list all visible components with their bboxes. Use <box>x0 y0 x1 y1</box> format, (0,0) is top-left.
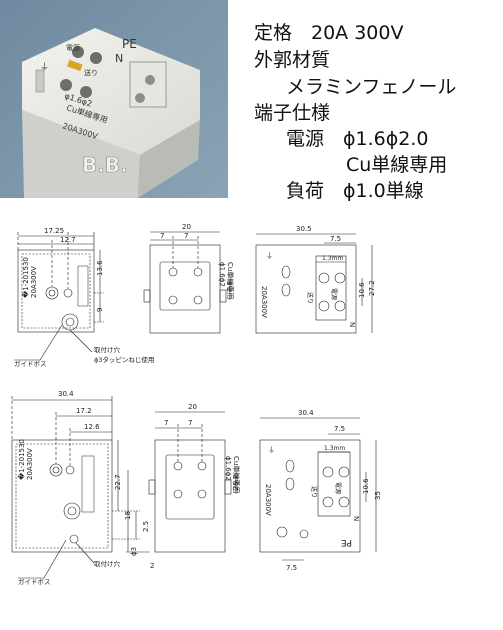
dim-3-hole: ϕ3 <box>130 547 138 556</box>
dim-13-6: 13.6 <box>96 260 104 276</box>
photo-out-label: 送り <box>84 68 98 77</box>
spec-housing-value: メラミンフェノール <box>286 76 457 98</box>
spec-rating: 定格 20A 300V <box>254 22 404 44</box>
note-mount-top: 取付け穴 <box>94 345 121 354</box>
top-face-cu: Cu単線専用 <box>226 262 235 299</box>
bottom-face-cu: Cu単線専用 <box>232 456 241 493</box>
top-face-ground: ⏚ <box>266 252 273 260</box>
dim-10-6-top: 10.6 <box>358 282 366 298</box>
note-guide-top: ガイドボス <box>14 359 47 368</box>
bottom-face-n: N <box>352 516 360 521</box>
top-face-size: ϕ1.6ϕ2 <box>218 262 226 287</box>
dim-18: 18 <box>124 511 132 520</box>
dim-7-5-top: 7.5 <box>330 235 341 243</box>
bottom-middle-body <box>154 439 226 553</box>
spec-housing-title: 外郭材質 <box>254 49 331 71</box>
top-face-body <box>255 244 357 334</box>
photo-brand-logo: B.B. <box>82 153 128 177</box>
note-guide-bottom: ガイドボス <box>18 577 51 586</box>
top-face-out: 送り <box>306 292 314 304</box>
top-body-code: �1-201530 <box>21 257 30 298</box>
product-photo: PE N ⏚ 電源 送り φ1.6φ2 Cu単線専用 20A300V B.B. <box>0 0 228 198</box>
dim-10-6-bottom: 10.6 <box>362 478 370 494</box>
dim-9: 9 <box>96 308 104 312</box>
dim-2: 2 <box>150 562 154 570</box>
dim-7a-top: 7 <box>160 232 164 240</box>
dim-20-top: 20 <box>182 223 191 231</box>
bottom-face-body <box>259 439 361 553</box>
dim-2-5: 2.5 <box>142 521 150 532</box>
bottom-body-rating: 20A300V <box>26 448 34 480</box>
photo-ground-label: ⏚ <box>40 62 49 73</box>
top-middle-body <box>149 244 221 334</box>
top-face-rating: 20A300V <box>260 286 268 318</box>
dim-30-4-face: 30.4 <box>298 409 314 417</box>
dim-22-7: 22.7 <box>114 474 122 490</box>
bottom-body-code: �1-201530 <box>17 439 26 480</box>
dim-17-25: 17.25 <box>44 227 64 235</box>
dim-1-3mm-top: 1.3mm <box>322 255 343 262</box>
dim-12-7: 12.7 <box>60 236 76 244</box>
dim-1-3mm-bottom: 1.3mm <box>324 445 345 452</box>
spec-load-line: 負荷 ϕ1.0単線 <box>286 180 424 202</box>
note-screw-top: ϕ3タッピンねじ使用 <box>94 355 154 364</box>
photo-pe-label: PE <box>122 37 137 51</box>
technical-drawings: 17.25 12.7 13.6 9 �1-201530 20A300V 20 7… <box>11 223 382 586</box>
dim-30-4-side: 30.4 <box>58 390 74 398</box>
dim-7b-bottom: 7 <box>188 419 192 427</box>
spec-power-line1: 電源 ϕ1.6ϕ2.0 <box>286 128 429 150</box>
bottom-face-ground: ⏚ <box>268 446 275 454</box>
photo-power-label: 電源 <box>66 43 80 52</box>
top-body-rating: 20A300V <box>30 266 38 298</box>
dim-7b-top: 7 <box>184 232 188 240</box>
spec-terminal-title: 端子仕様 <box>254 102 331 124</box>
dim-7-8: 7.8 <box>226 281 234 292</box>
bottom-face-rating: 20A300V <box>264 484 272 516</box>
bottom-face-size: ϕ1.6ϕ2 <box>224 456 232 481</box>
top-face-n: N <box>348 322 356 327</box>
top-face-power: 電源 <box>330 288 338 300</box>
dim-20-bottom: 20 <box>188 403 197 411</box>
dim-7-5-lower: 7.5 <box>286 564 297 572</box>
photo-n-label: N <box>115 52 123 65</box>
dim-7-5-bottom: 7.5 <box>334 425 345 433</box>
spec-power-line2: Cu単線専用 <box>346 154 448 176</box>
bottom-side-body <box>11 439 113 553</box>
dim-27-2: 27.2 <box>368 280 376 296</box>
dim-30-5: 30.5 <box>296 225 312 233</box>
top-side-body <box>17 249 95 333</box>
dim-7a-bottom: 7 <box>164 419 168 427</box>
dim-12-6: 12.6 <box>84 423 100 431</box>
dim-35: 35 <box>374 491 382 500</box>
spec-block: 定格 20A 300V 外郭材質 メラミンフェノール 端子仕様 電源 ϕ1.6ϕ… <box>248 0 503 202</box>
note-mount-bottom: 取付け穴 <box>94 559 121 568</box>
bottom-face-out: 送り <box>310 486 318 498</box>
bottom-face-power: 電源 <box>334 482 342 494</box>
dim-17-2: 17.2 <box>76 407 92 415</box>
bottom-face-pe: PE <box>341 537 352 547</box>
dim-25-2: 25.2 <box>232 474 240 490</box>
